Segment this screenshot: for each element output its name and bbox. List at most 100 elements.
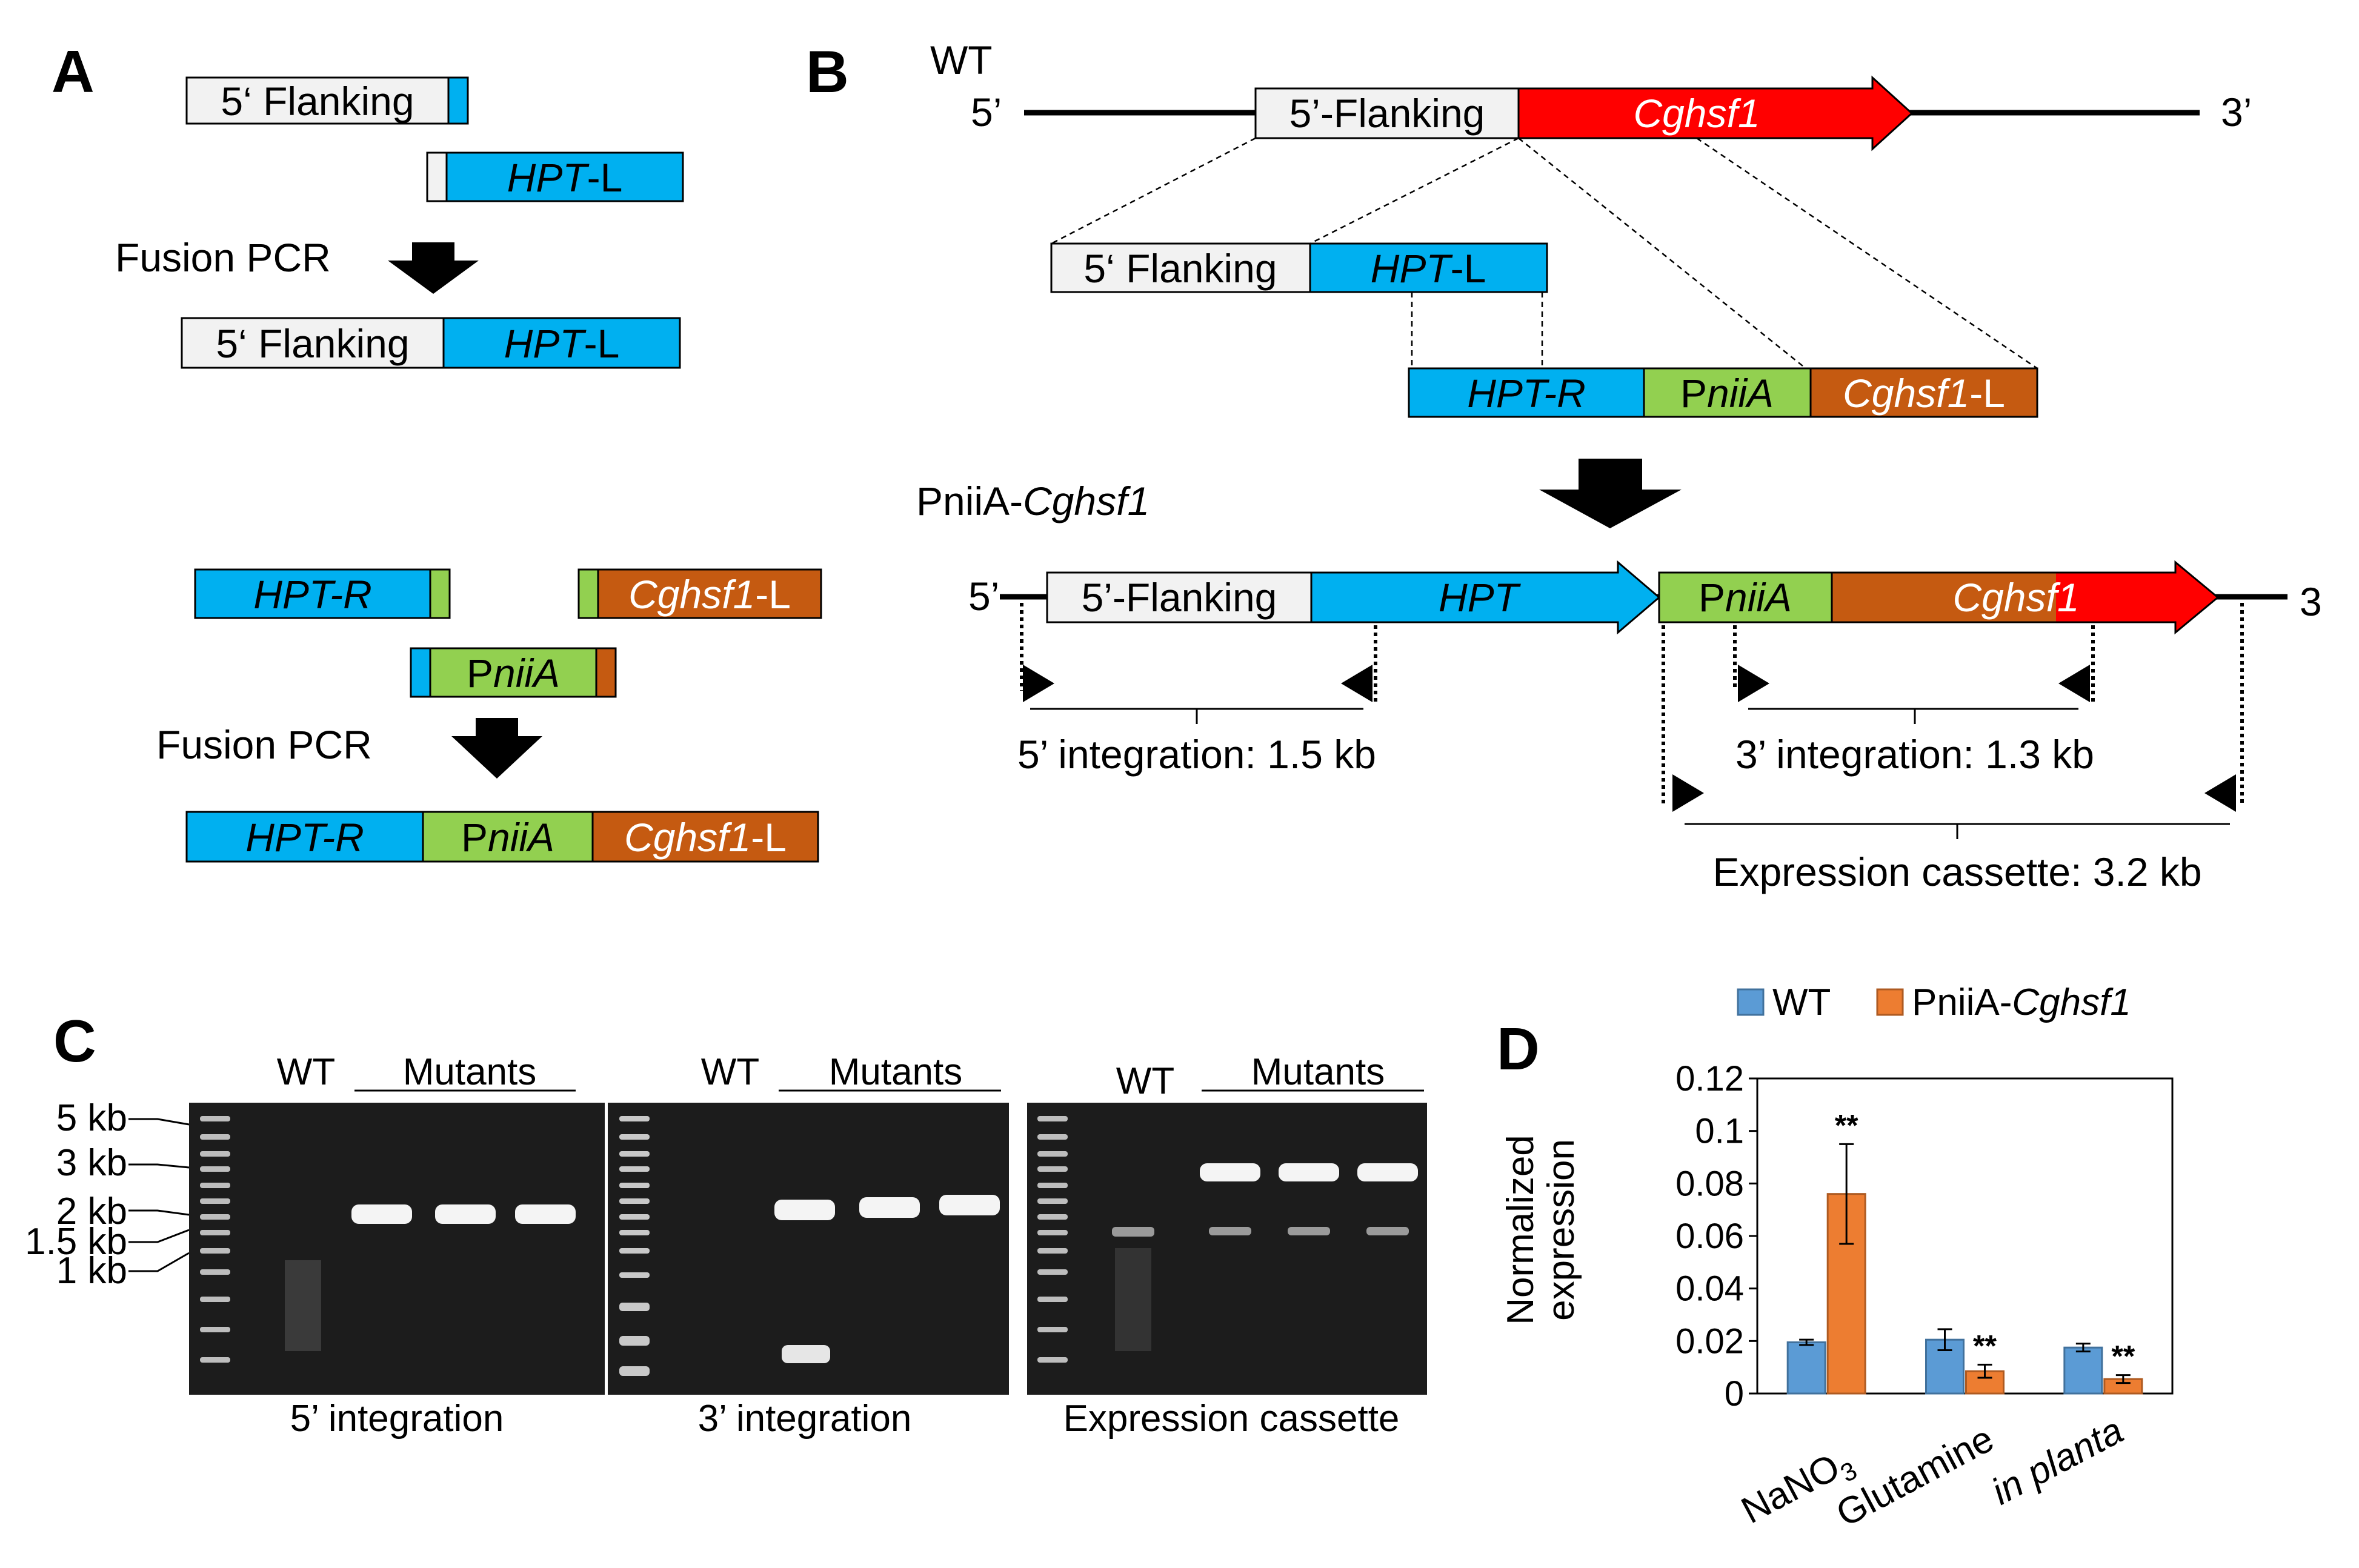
y-axis-label-2: expression: [1540, 1139, 1582, 1321]
down-arrow-icon: [1539, 459, 1682, 528]
wt-cghsf1-label: Cghsf1: [1633, 91, 1760, 136]
wt-size-band: [1288, 1227, 1330, 1235]
gel-5prime: WT Mutants 5’ i: [189, 1051, 605, 1440]
bars: ** ** **: [1786, 1108, 2143, 1395]
y-axis: 00.020.040.060.080.10.12: [1675, 1059, 1757, 1414]
wt-smear: [1115, 1248, 1151, 1351]
fusion-pcr-2: Fusion PCR: [156, 722, 372, 767]
y-tick-label: 0.1: [1695, 1112, 1744, 1151]
flank-label: 5‘ Flanking: [221, 79, 414, 124]
b-pnii-fragment: [1643, 367, 1812, 418]
wt-size-band: [1209, 1227, 1251, 1235]
ladder-band: [1037, 1214, 1068, 1220]
b-cg-label: Cghsf1-L: [1843, 371, 2005, 416]
gel-caption: 3’ integration: [698, 1398, 912, 1440]
cg-fragment: [597, 568, 822, 619]
m-pnii-label: PniiA: [1699, 575, 1792, 620]
primer-forward-icon: [1023, 665, 1054, 702]
legend-wt-label: WT: [1772, 982, 1831, 1023]
pcr-band: [774, 1200, 835, 1220]
fused-flank: [181, 317, 445, 369]
pcr-band: [939, 1195, 1000, 1215]
hptl-fragment: [445, 151, 684, 202]
ladder-band: [1037, 1269, 1068, 1275]
fused-hptr-label: HPT-R: [245, 815, 364, 860]
ladder-band: [619, 1230, 650, 1235]
guide-line: [1309, 137, 1519, 245]
wt-3prime: 3’: [2221, 90, 2252, 135]
pnii-label: PniiA: [467, 651, 560, 696]
pnii-left-overlap: [410, 647, 431, 698]
fused-pnii-label: PniiA: [461, 815, 554, 860]
guide-line: [1051, 137, 1256, 245]
b-hptr-label: HPT-R: [1467, 371, 1586, 416]
y-tick-label: 0: [1725, 1374, 1744, 1414]
ladder-tick: [128, 1163, 190, 1169]
m-cghsf1-gene: [1831, 560, 2220, 635]
gel-mutants-label: Mutants: [1251, 1051, 1385, 1093]
ladder-band: [619, 1198, 650, 1204]
fused-pnii: [422, 811, 594, 863]
wt-size-band: [1366, 1227, 1409, 1235]
y-tick-label: 0.08: [1675, 1164, 1744, 1203]
ladder-band: [619, 1151, 650, 1157]
wt-band: [1112, 1227, 1154, 1237]
panel-a: A 5‘ Flanking HPT-L Fusion PCR 5‘ Flanki…: [52, 38, 822, 863]
gel-image: [1027, 1103, 1427, 1395]
ladder-band: [200, 1183, 230, 1188]
m-flanking-label: 5’-Flanking: [1082, 575, 1277, 620]
pcr-band: [1357, 1163, 1418, 1181]
mutant-3prime: 3: [2300, 579, 2322, 624]
ladder-band: [1037, 1327, 1068, 1332]
legend-wt-swatch: [1737, 988, 1765, 1016]
m-hpt-label: HPT: [1439, 575, 1522, 620]
ladder-band: [619, 1336, 650, 1346]
ladder-band: [200, 1166, 230, 1172]
ladder-tick: [128, 1209, 190, 1216]
ladder-label-1kb: 1 kb: [56, 1250, 127, 1292]
ladder-band: [200, 1327, 230, 1332]
ladder-label-1-5kb: 1.5 kb: [25, 1221, 127, 1263]
panel-d-letter: D: [1497, 1015, 1540, 1082]
primer-reverse-icon: [2058, 665, 2090, 702]
gel-caption: Expression cassette: [1063, 1398, 1400, 1440]
b-pnii-label: PniiA: [1680, 371, 1774, 416]
ladder-band: [619, 1166, 650, 1172]
bar: [2063, 1346, 2103, 1395]
significance-label: **: [1835, 1108, 1858, 1142]
ladder-band: [619, 1116, 650, 1121]
ladder-band: [1037, 1183, 1068, 1188]
cassette-label: Expression cassette: 3.2 kb: [1712, 849, 2201, 894]
ladder-band: [619, 1183, 650, 1188]
fused-flank-label: 5‘ Flanking: [216, 321, 409, 366]
cg-label: Cghsf1-L: [628, 572, 791, 617]
fused-cg: [591, 811, 819, 863]
significance-label: **: [1973, 1329, 1997, 1363]
hptr-overlap: [429, 568, 451, 619]
significance-label: **: [2111, 1340, 2135, 1374]
fused-hptl-label: HPT-L: [504, 321, 620, 366]
hptr-label: HPT-R: [253, 572, 372, 617]
ladder-tick: [128, 1118, 190, 1126]
ladder-band: [200, 1134, 230, 1140]
b-cg-fragment: [1809, 367, 2038, 418]
mutant-5prime: 5’: [968, 574, 999, 619]
panel-c-letter: C: [53, 1008, 96, 1074]
guide-line: [1696, 137, 2038, 370]
fusion-pcr-1: Fusion PCR: [115, 235, 331, 280]
wt-label: WT: [930, 38, 993, 82]
mutant-label: PniiA-Cghsf1: [916, 479, 1150, 523]
ladder-band: [619, 1303, 650, 1311]
y-tick-label: 0.06: [1675, 1217, 1744, 1256]
fused-hptl: [442, 317, 681, 369]
ladder-tick: [128, 1229, 190, 1243]
ladder-band: [619, 1134, 650, 1140]
m-cghsf1-red: [2056, 562, 2218, 633]
y-tick-label: 0.04: [1675, 1269, 1744, 1309]
pcr-band: [1200, 1163, 1260, 1181]
ladder-band: [200, 1230, 230, 1235]
gel-mutants-label: Mutants: [829, 1051, 963, 1093]
m-flanking: [1046, 571, 1313, 623]
m-cghsf1-orange: [1832, 573, 2056, 622]
